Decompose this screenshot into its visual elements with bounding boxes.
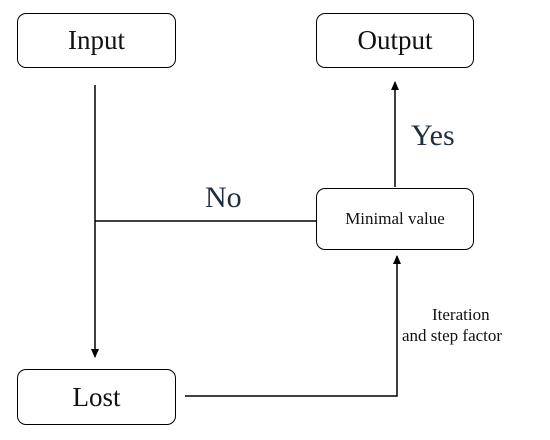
minimal-value-node: Minimal value (316, 188, 474, 250)
input-node: Input (17, 13, 176, 68)
lost-label: Lost (72, 381, 121, 412)
output-label: Output (357, 25, 433, 55)
edge-lost-to-minimal-value (185, 255, 401, 397)
iteration-label-line2: and step factor (402, 326, 503, 345)
no-label: No (205, 181, 242, 214)
yes-label: Yes (411, 119, 455, 152)
lost-node: Lost (17, 369, 176, 425)
iteration-label-line1: Iteration (432, 305, 490, 324)
input-label: Input (68, 25, 125, 55)
output-node: Output (316, 13, 474, 68)
minimal-value-label: Minimal value (345, 209, 445, 228)
